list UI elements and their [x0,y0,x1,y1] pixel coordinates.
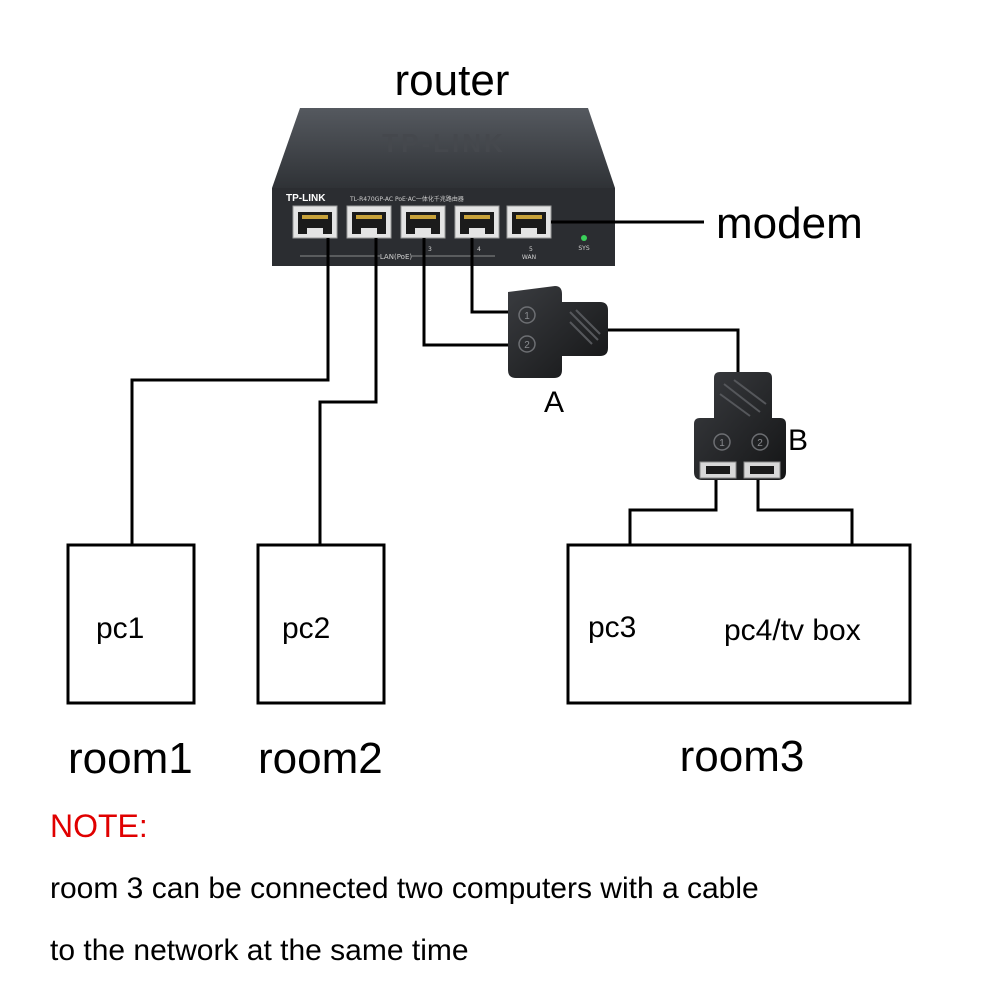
router-top [272,108,615,188]
port-number-3: 3 [428,246,432,253]
cable-room2 [318,238,378,545]
router-model: TL-R470GP-AC PoE·AC一体化千兆路由器 [349,195,464,203]
modem-label: modem [716,199,863,248]
port-number-4: 4 [477,246,481,253]
splitter-b-mark-1: 1 [719,438,725,449]
note-line-2: to the network at the same time [50,934,469,967]
pc4-tv-box-label: pc4/tv box [724,614,861,647]
room3-box [566,543,912,705]
room2-box [256,543,386,705]
lan-port-1 [292,205,338,239]
splitter-b-label: B [788,424,808,457]
splitter-a-mark-1: 1 [524,311,530,322]
splitter-b-mark-2: 2 [757,438,763,449]
cable-b-pc3 [628,480,718,545]
room1-label: room1 [68,734,193,783]
pc2-label: pc2 [282,612,330,645]
wan-port [506,205,552,239]
cable-b-pc4 [756,480,854,545]
cable-port3-splitter-a [422,238,512,347]
splitter-b: 1 2 [694,372,786,480]
router-front-brand: TP-LINK [286,193,326,204]
room2-label: room2 [258,734,383,783]
lan-port-2 [346,205,392,239]
sys-led-icon [581,235,587,241]
router-label: router [395,56,510,105]
note-line-1: room 3 can be connected two computers wi… [50,872,759,905]
router-top-brand: TP-LINK [382,128,506,158]
pc1-label: pc1 [96,612,144,645]
pc3-label: pc3 [588,611,636,644]
router: TP-LINK TP-LINK TL-R470GP-AC PoE·AC一体化千兆… [272,108,615,266]
splitter-a-label: A [544,386,564,419]
room3-label: room3 [680,732,805,781]
lan-port-4 [454,205,500,239]
splitter-a-mark-2: 2 [524,340,530,351]
port-number-5: 5 [529,246,533,253]
lan-port-3 [400,205,446,239]
sys-label: SYS [578,245,589,252]
cable-splitter-a-b [606,328,740,372]
room1-box [66,543,196,705]
cable-room1 [130,238,330,545]
note-title: NOTE: [50,808,148,844]
splitter-a: 1 2 [508,286,608,378]
cable-port4-splitter-a [470,238,512,314]
lan-poe-label: LAN(PoE) [380,253,412,261]
wan-label: WAN [522,254,536,261]
